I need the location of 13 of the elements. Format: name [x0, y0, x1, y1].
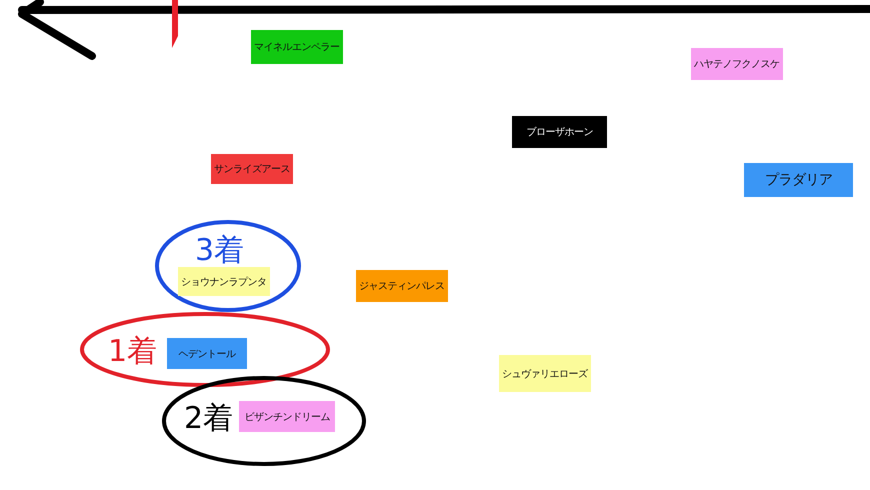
place-label: 1着: [108, 337, 158, 367]
name-tag: ショウナンラプンタ: [178, 267, 270, 296]
place-label: 2着: [184, 404, 234, 434]
name-tag: シュヴァリエローズ: [499, 355, 590, 392]
name-tag: マイネルエンペラー: [251, 30, 342, 64]
name-tag: ハヤテノフクノスケ: [691, 48, 782, 80]
name-tag: ヘデントール: [167, 338, 247, 369]
name-tag: ジャスティンパレス: [356, 270, 448, 302]
name-tag: サンライズアース: [211, 154, 293, 184]
name-tag: ビザンチンドリーム: [239, 401, 335, 432]
place-label: 3着: [195, 236, 244, 266]
name-tag: プラダリア: [744, 163, 853, 197]
name-tag: ブローザホーン: [512, 116, 607, 148]
